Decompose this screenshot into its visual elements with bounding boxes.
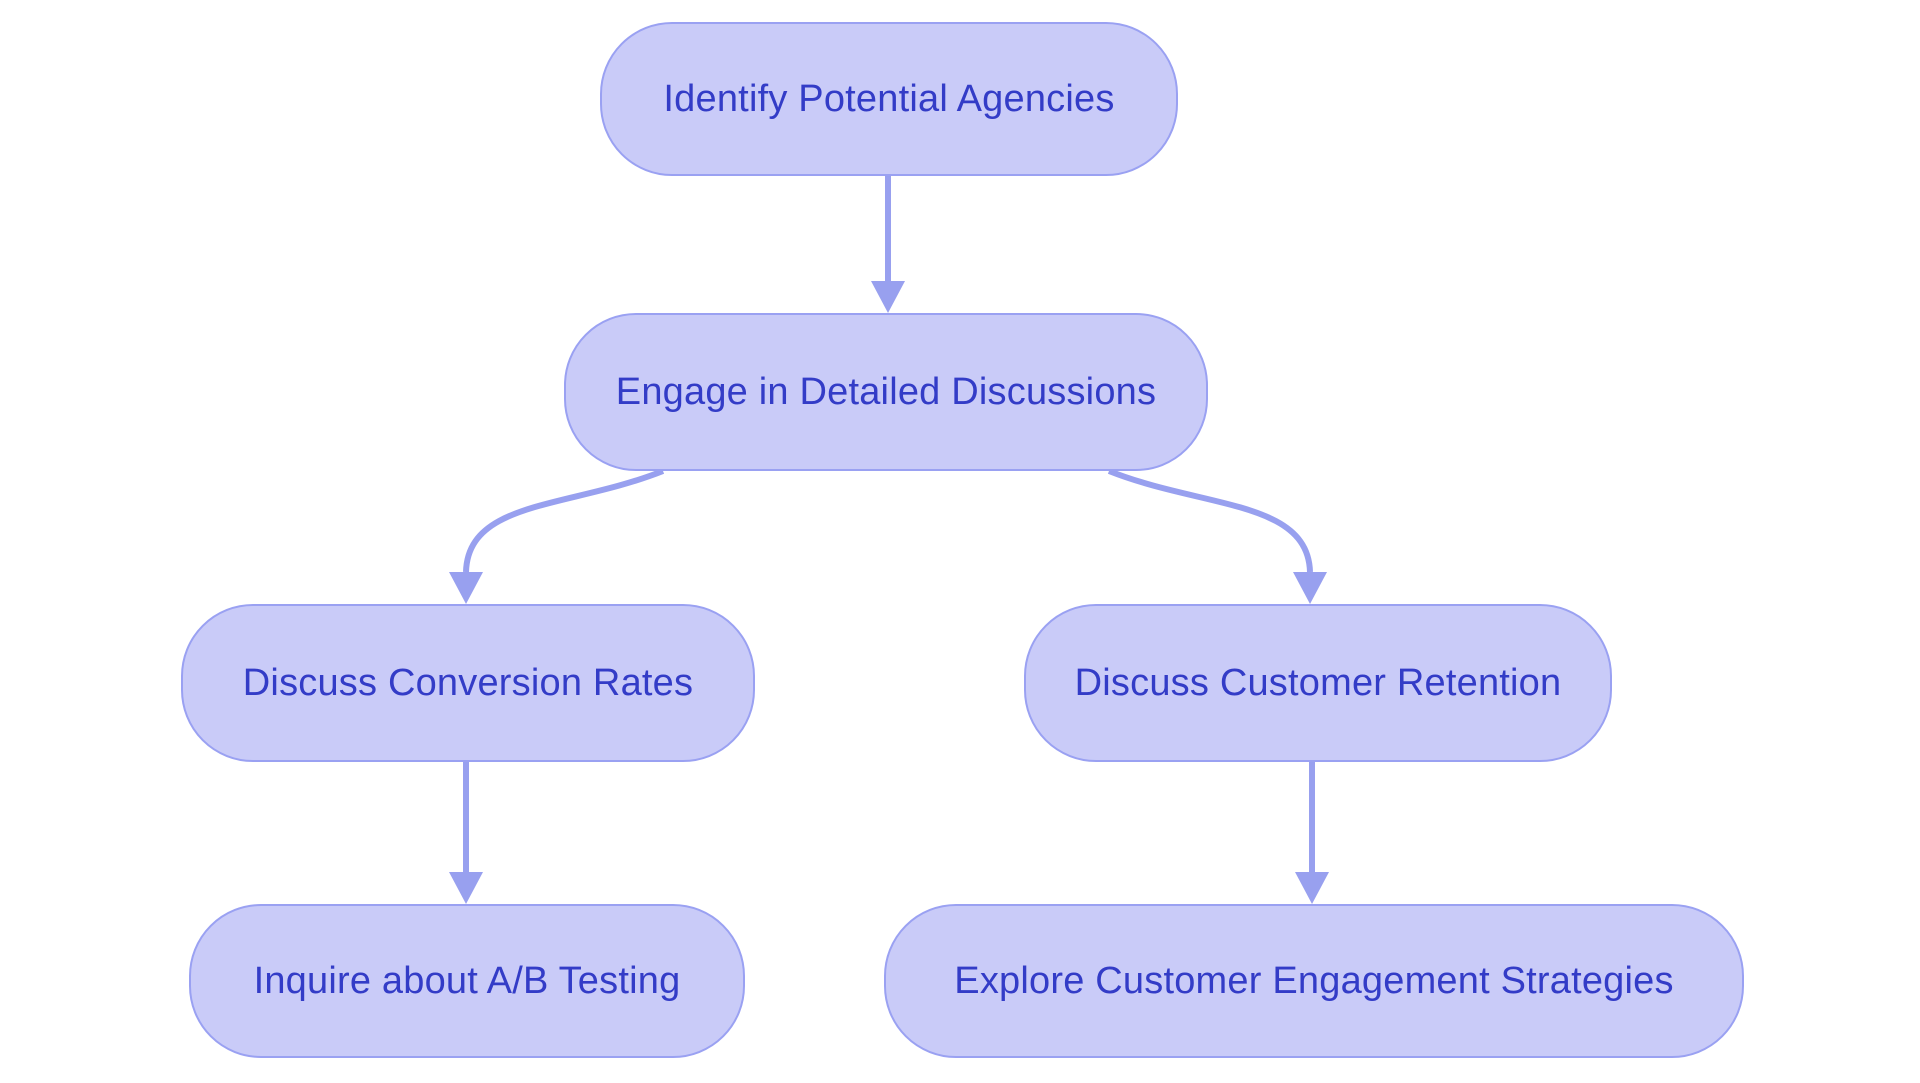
arrowhead-icon	[1293, 572, 1327, 604]
node-explore-customer-engagement-strategies: Explore Customer Engagement Strategies	[884, 904, 1744, 1058]
node-inquire-about-ab-testing: Inquire about A/B Testing	[189, 904, 745, 1058]
edge-identify-to-engage	[871, 176, 905, 313]
edge-engage-to-retention	[1107, 468, 1327, 604]
edge-line	[1107, 468, 1313, 573]
node-label: Identify Potential Agencies	[663, 77, 1115, 120]
node-label: Inquire about A/B Testing	[253, 959, 681, 1002]
node-identify-potential-agencies: Identify Potential Agencies	[600, 22, 1178, 176]
arrowhead-icon	[449, 572, 483, 604]
arrowhead-icon	[449, 872, 483, 904]
node-label: Explore Customer Engagement Strategies	[954, 959, 1674, 1002]
edge-retention-to-engagement	[1295, 762, 1329, 904]
edge-engage-to-conversion	[449, 468, 665, 604]
edge-line	[463, 468, 665, 573]
node-discuss-customer-retention: Discuss Customer Retention	[1024, 604, 1612, 762]
arrowhead-icon	[871, 281, 905, 313]
node-discuss-conversion-rates: Discuss Conversion Rates	[181, 604, 755, 762]
node-label: Discuss Conversion Rates	[242, 661, 694, 704]
node-label: Engage in Detailed Discussions	[615, 370, 1157, 413]
arrowhead-icon	[1295, 872, 1329, 904]
node-label: Discuss Customer Retention	[1074, 661, 1562, 704]
node-engage-in-detailed-discussions: Engage in Detailed Discussions	[564, 313, 1208, 471]
edge-conversion-to-abtesting	[449, 762, 483, 904]
